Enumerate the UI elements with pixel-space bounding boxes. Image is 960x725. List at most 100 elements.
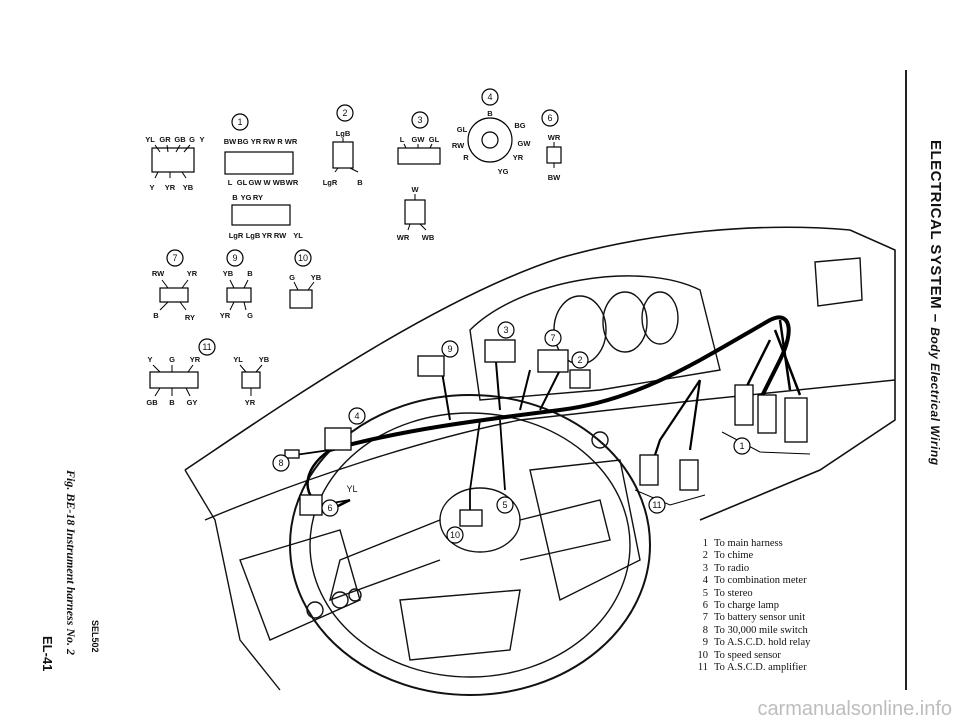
- conn-9-shape: [417, 355, 445, 377]
- c1b-top-1: BG: [237, 137, 248, 146]
- detail-4-body: [467, 117, 513, 163]
- c4-pin-3: YR: [513, 153, 524, 162]
- c4-pin-5: R: [463, 153, 469, 162]
- detail-10-num-circle: [294, 249, 312, 267]
- connector-details: [149, 117, 562, 389]
- c1-bottom-2: YB: [183, 183, 194, 192]
- detail-6-num: 6: [547, 113, 552, 123]
- c1c-bottom-4: YL: [293, 231, 303, 240]
- c9-bottom-1: G: [247, 311, 253, 320]
- conn-1-bracket: [721, 431, 811, 455]
- c4-pin-2: GW: [518, 139, 532, 148]
- detail-7-num-circle: [166, 249, 184, 267]
- c4-pin-1: BG: [514, 121, 525, 130]
- callout-1: [733, 437, 751, 455]
- callout-1-text: 1: [739, 441, 744, 451]
- section-title-main: ELECTRICAL SYSTEM: [927, 140, 944, 310]
- detail-4-hub: [481, 131, 499, 149]
- c3-top-0: L: [400, 135, 405, 144]
- steering-wheel-outer: [289, 394, 651, 696]
- detail-9-num-circle: [226, 249, 244, 267]
- c9-bottom-0: YR: [220, 311, 231, 320]
- legend-num: 8: [702, 624, 708, 636]
- legend-text: To radio: [714, 562, 750, 574]
- legend-num: 10: [697, 649, 709, 661]
- detail-6-body: [546, 146, 562, 164]
- c6-bottom-0: BW: [548, 173, 561, 182]
- callout-4: [348, 407, 366, 425]
- legend-text: To A.S.C.D. amplifier: [714, 662, 807, 674]
- conn-2-shape: [569, 369, 591, 389]
- c1-top-4: Y: [199, 135, 204, 144]
- legend-text: To chime: [714, 550, 754, 562]
- c3-top-1: GW: [412, 135, 426, 144]
- detail-9-num: 9: [232, 253, 237, 263]
- c3-lower-1: WB: [422, 233, 435, 242]
- callout-8-text: 8: [278, 458, 283, 468]
- legend-num: 1: [702, 538, 708, 549]
- conn-1-c: [784, 397, 808, 443]
- legend-num: 2: [702, 550, 708, 562]
- legend-num: 7: [702, 612, 708, 624]
- steering-wheel-inner: [309, 412, 631, 678]
- gauge-right: [641, 291, 679, 345]
- detail-3-num: 3: [417, 115, 422, 125]
- callout-11: [648, 496, 666, 514]
- section-title-sep: –: [927, 309, 944, 328]
- detail-4-num: 4: [487, 92, 492, 102]
- callout-2: [571, 351, 589, 369]
- c2-bottom-0: LgR: [323, 178, 338, 187]
- detail-1c-body: [231, 204, 291, 226]
- callout-5: [496, 496, 514, 514]
- detail-1-body: [151, 147, 195, 173]
- c1b-top-0: BW: [224, 137, 237, 146]
- knob-1: [306, 601, 324, 619]
- callout-10: [446, 526, 464, 544]
- legend-text: To A.S.C.D. hold relay: [714, 637, 811, 649]
- legend-num: 5: [702, 587, 708, 599]
- right-vent: [814, 257, 863, 307]
- c1-top-0: YL: [145, 135, 155, 144]
- c11-top-0: Y: [147, 355, 152, 364]
- c11-bottom-1: B: [169, 398, 175, 407]
- conn-11-a: [639, 454, 659, 486]
- legend-num: 9: [702, 637, 708, 649]
- conn-4-shape: [324, 427, 352, 451]
- c1-top-2: GB: [174, 135, 186, 144]
- c1c-bottom-1: LgB: [246, 231, 261, 240]
- detail-2-body: [332, 141, 354, 169]
- harness-branch-top: [439, 349, 561, 421]
- knob-2: [331, 591, 349, 609]
- detail-wire-stubs: [152, 138, 555, 397]
- callout-5-text: 5: [502, 500, 507, 510]
- callout-3: [497, 321, 515, 339]
- callout-6: [321, 499, 339, 517]
- c7-bottom-1: RY: [185, 313, 195, 322]
- c1c-top-1: YG: [241, 193, 252, 202]
- detail-11-body: [149, 371, 199, 389]
- main-harness-wire: [329, 315, 791, 452]
- figure-caption: Fig. BE-18 Instrument harness No. 2: [64, 470, 78, 656]
- c4-pin-6: RW: [452, 141, 465, 150]
- harness-branch-1: [743, 319, 802, 396]
- conn-3-shape: [484, 339, 516, 363]
- wheel-spoke-right: [519, 499, 611, 561]
- callout-2-text: 2: [577, 355, 582, 365]
- callout-11-text: 11: [652, 500, 661, 510]
- c1-bottom-0: Y: [149, 183, 154, 192]
- page-number: EL-41: [40, 636, 55, 672]
- conn-8-shape: [284, 449, 300, 459]
- callout-3-text: 3: [503, 325, 508, 335]
- callout-10-text: 10: [450, 530, 460, 540]
- detail-11-num-circle: [198, 338, 216, 356]
- knob-4: [591, 431, 609, 449]
- legend-text: To battery sensor unit: [714, 612, 806, 624]
- c1c-bottom-0: LgR: [229, 231, 244, 240]
- c2-bottom-1: B: [357, 178, 363, 187]
- legend-item: 7 To battery sensor unit: [688, 612, 888, 624]
